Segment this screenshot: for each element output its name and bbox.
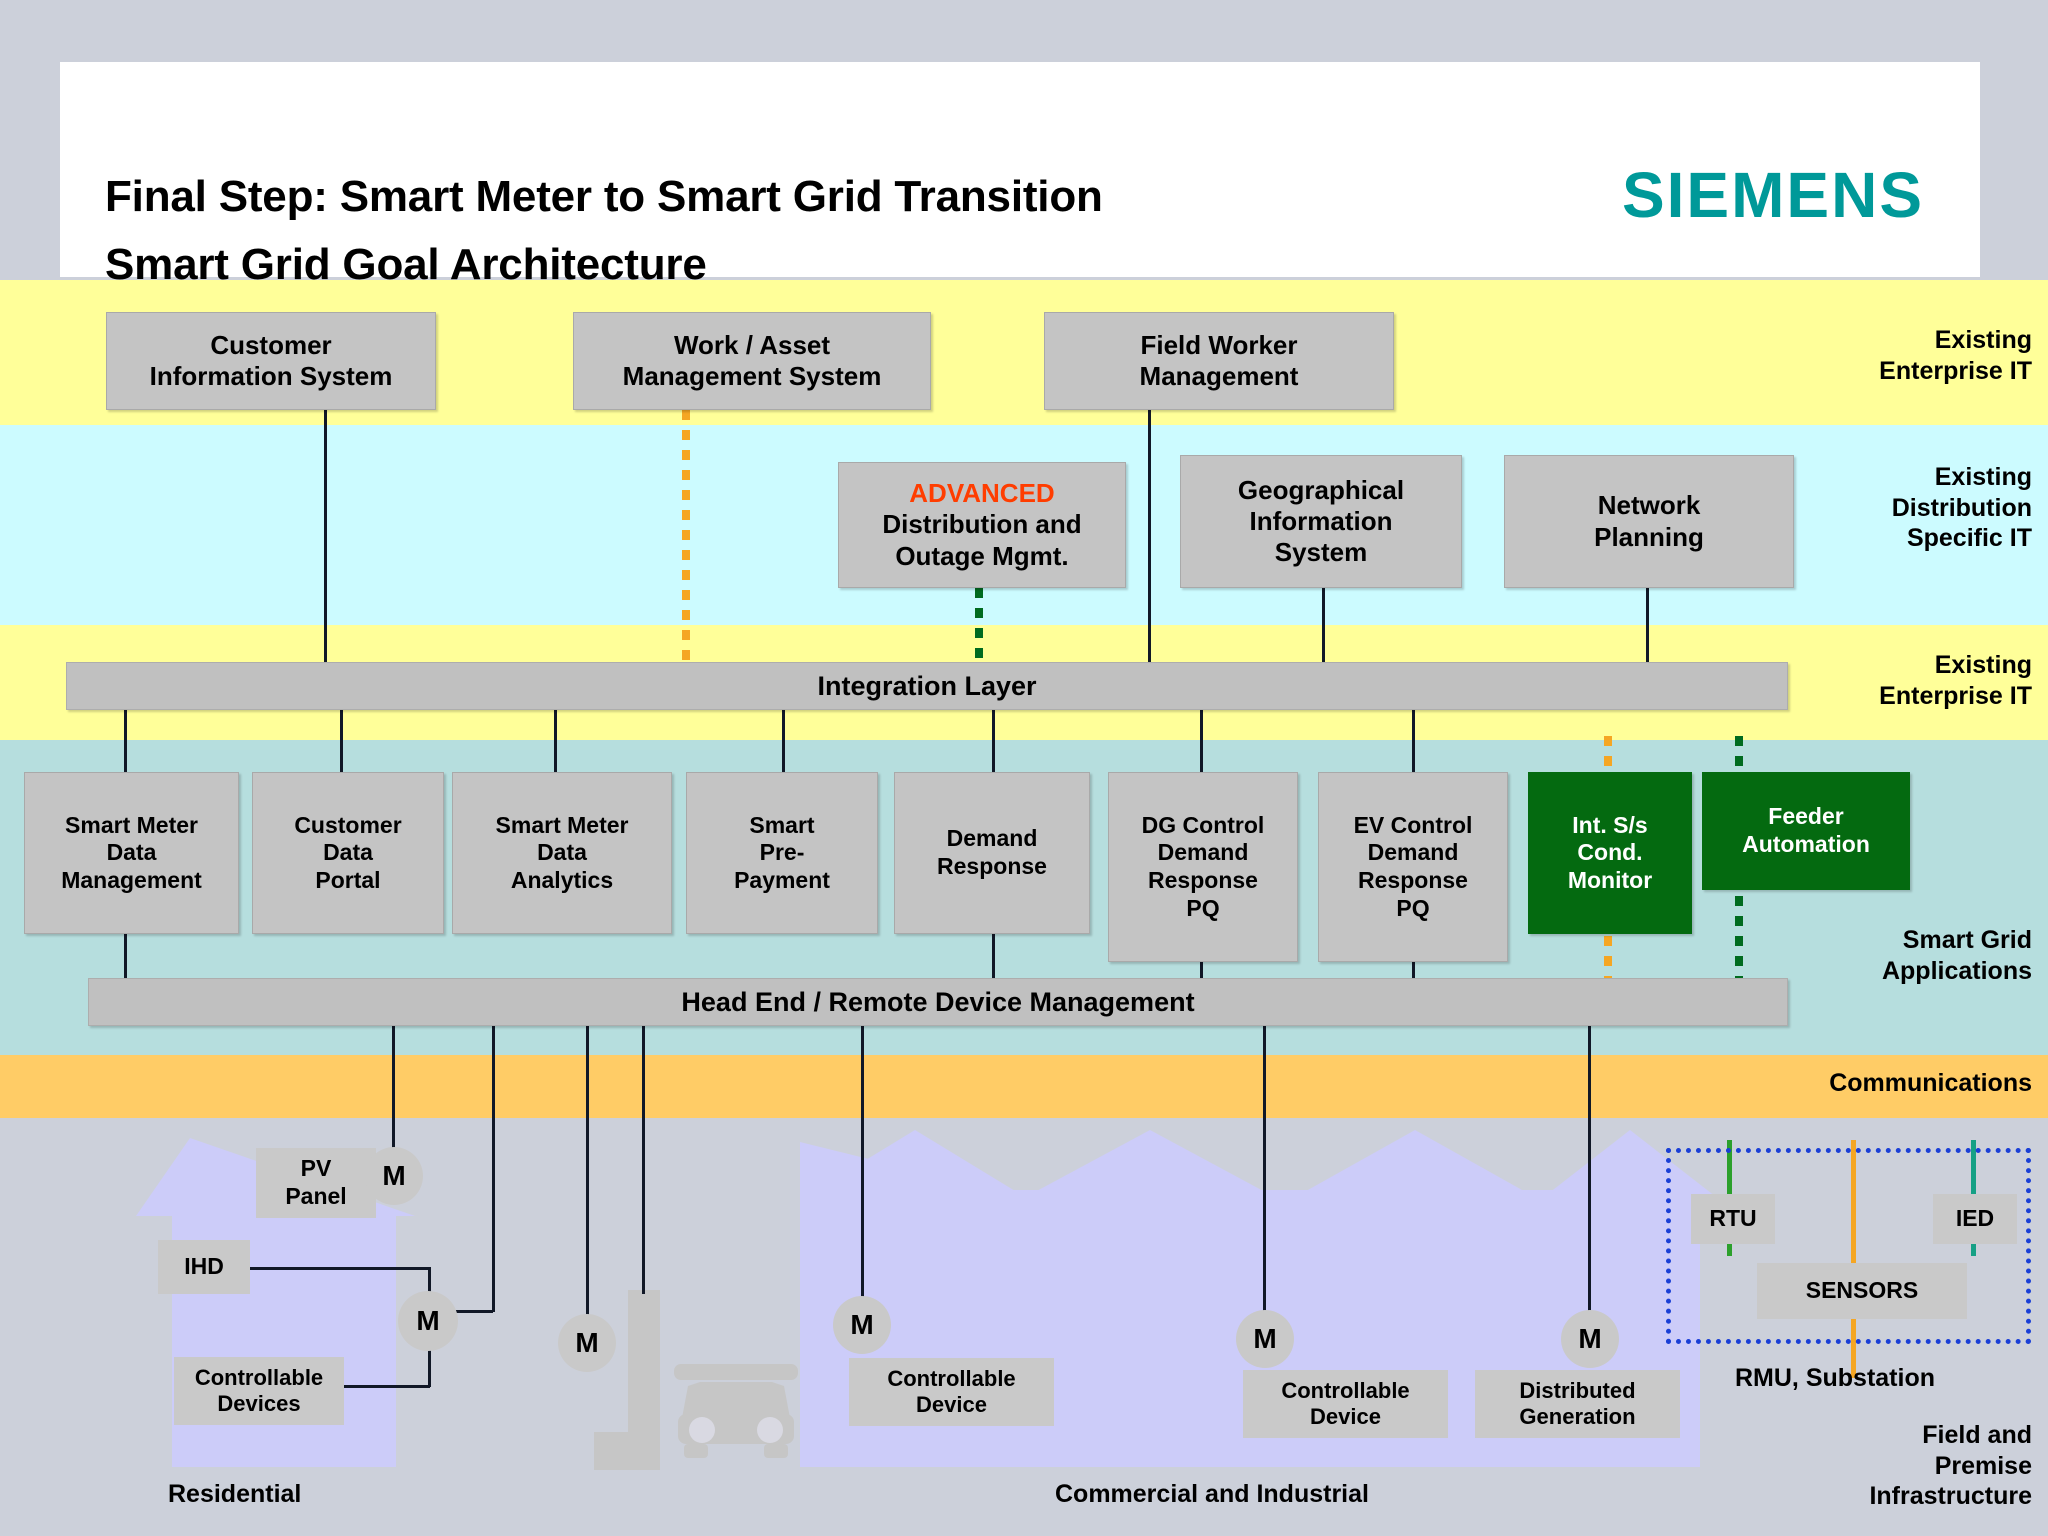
band-label-field-premise: Field and Premise Infrastructure — [1869, 1421, 2032, 1510]
band-label-communications: Communications — [1829, 1069, 2032, 1097]
node-ihd[interactable]: IHD — [158, 1240, 250, 1294]
band-label-enterprise-it-top: Existing Enterprise IT — [1879, 326, 2032, 385]
connector-ihd-to-meter — [238, 1267, 430, 1270]
connector-evc-to-headend — [1412, 962, 1415, 992]
title-card: Final Step: Smart Meter to Smart Grid Tr… — [60, 62, 1980, 289]
connector-integration-to-dr — [992, 710, 995, 772]
connector-headend-to-dg-meter — [1588, 1022, 1591, 1328]
node-smart-meter-data-management[interactable]: Smart Meter Data Management — [24, 772, 239, 934]
band-label-smart-grid-apps: Smart Grid Applications — [1881, 926, 2032, 985]
node-controllable-device-commercial-2[interactable]: Controllable Device — [1243, 1370, 1448, 1438]
meter-residential[interactable]: M — [398, 1291, 458, 1351]
node-dg-control-demand-response-pq[interactable]: DG Control Demand Response PQ — [1108, 772, 1298, 962]
connector-integration-to-smdm — [124, 710, 127, 772]
connector-headend-to-ev-post — [642, 1022, 645, 1294]
connector-res-meter-out — [447, 1310, 493, 1313]
meter-commercial-1[interactable]: M — [833, 1296, 891, 1354]
connector-netplan-to-integration — [1646, 588, 1649, 662]
meter-ev[interactable]: M — [558, 1314, 616, 1372]
node-work-asset-management-system[interactable]: Work / Asset Management System — [573, 312, 931, 410]
node-ev-control-demand-response-pq[interactable]: EV Control Demand Response PQ — [1318, 772, 1508, 962]
caption-residential: Residential — [168, 1480, 302, 1508]
connector-integration-to-spp — [782, 710, 785, 772]
node-head-end-remote-device-management[interactable]: Head End / Remote Device Management — [88, 978, 1788, 1026]
meter-pv[interactable]: M — [365, 1147, 423, 1205]
connector-adoms-dotted — [975, 588, 983, 662]
connector-integration-to-smda — [554, 710, 557, 772]
node-smart-pre-payment[interactable]: Smart Pre- Payment — [686, 772, 878, 934]
node-sensors[interactable]: SENSORS — [1757, 1263, 1967, 1319]
connector-headend-to-res-meter — [492, 1022, 495, 1312]
band-label-enterprise-it-mid: Existing Enterprise IT — [1879, 651, 2032, 710]
substation-boundary — [1666, 1148, 2031, 1344]
connector-sensors-riser — [1851, 1140, 1856, 1378]
connector-dgc-to-headend — [1200, 962, 1203, 992]
band-label-distribution-it: Existing Distribution Specific IT — [1891, 463, 2032, 552]
connector-headend-to-com-meter-1 — [861, 1022, 864, 1322]
commercial-roof-peak-a — [800, 1130, 1030, 1200]
node-customer-information-system[interactable]: Customer Information System — [106, 312, 436, 410]
connector-integration-to-cdp — [340, 710, 343, 772]
node-label-distribution-outage: Distribution and Outage Mgmt. — [882, 509, 1082, 571]
node-int-ss-cond-monitor[interactable]: Int. S/s Cond. Monitor — [1528, 772, 1692, 934]
connector-dr-to-headend — [992, 934, 995, 978]
commercial-roof-peak-c — [1290, 1130, 1540, 1200]
node-feeder-automation[interactable]: Feeder Automation — [1702, 772, 1910, 890]
node-integration-layer[interactable]: Integration Layer — [66, 662, 1788, 710]
connector-ctrl-riser — [428, 1332, 431, 1387]
connector-smdm-to-headend — [124, 934, 127, 978]
connector-integration-to-dgc — [1200, 710, 1203, 772]
ev-charger-base — [594, 1432, 660, 1470]
siemens-logo: SIEMENS — [1621, 159, 1924, 231]
connector-gis-to-integration — [1322, 588, 1325, 662]
connector-ctrl-to-meter — [338, 1385, 430, 1388]
connector-headend-to-com-meter-2 — [1263, 1022, 1266, 1328]
connector-fwm-to-integration — [1148, 410, 1151, 662]
commercial-roof-peak-b — [1020, 1130, 1280, 1200]
node-field-worker-management[interactable]: Field Worker Management — [1044, 312, 1394, 410]
node-controllable-devices-residential[interactable]: Controllable Devices — [174, 1357, 344, 1425]
node-rtu[interactable]: RTU — [1691, 1194, 1775, 1244]
connector-work-asset-dotted — [682, 410, 690, 662]
node-advanced-distribution-outage-mgmt[interactable]: ADVANCED Distribution and Outage Mgmt. — [838, 462, 1126, 588]
node-customer-data-portal[interactable]: Customer Data Portal — [252, 772, 444, 934]
connector-headend-to-ev-meter — [586, 1022, 589, 1342]
commercial-roof-peak-d — [1540, 1130, 1720, 1200]
caption-commercial-industrial: Commercial and Industrial — [1055, 1480, 1369, 1508]
node-ied[interactable]: IED — [1933, 1194, 2017, 1244]
caption-rmu-substation: RMU, Substation — [1735, 1364, 1935, 1392]
node-pv-panel[interactable]: PV Panel — [256, 1148, 376, 1218]
connector-headend-to-res-pv-meter — [392, 1022, 395, 1168]
node-geographical-information-system[interactable]: Geographical Information System — [1180, 455, 1462, 588]
node-distributed-generation[interactable]: Distributed Generation — [1475, 1370, 1680, 1438]
connector-cis-to-integration — [324, 410, 327, 662]
advanced-tag: ADVANCED — [909, 478, 1055, 509]
node-smart-meter-data-analytics[interactable]: Smart Meter Data Analytics — [452, 772, 672, 934]
meter-commercial-2[interactable]: M — [1236, 1310, 1294, 1368]
node-controllable-device-commercial-1[interactable]: Controllable Device — [849, 1358, 1054, 1426]
connector-integration-to-evc — [1412, 710, 1415, 772]
electric-car-icon — [674, 1364, 798, 1458]
node-network-planning[interactable]: Network Planning — [1504, 455, 1794, 588]
meter-distributed-generation[interactable]: M — [1561, 1310, 1619, 1368]
node-demand-response[interactable]: Demand Response — [894, 772, 1090, 934]
band-communications — [0, 1055, 2048, 1118]
page-title-line-1: Final Step: Smart Meter to Smart Grid Tr… — [105, 172, 1103, 221]
page-title-line-2: Smart Grid Goal Architecture — [105, 240, 707, 289]
